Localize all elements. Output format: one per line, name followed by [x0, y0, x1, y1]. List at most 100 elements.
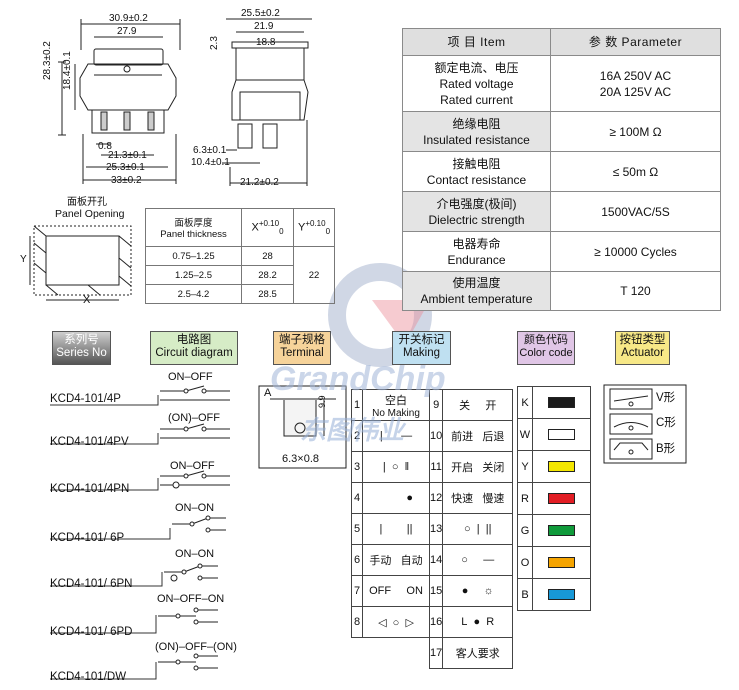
dim-terminal-span: 10.4±0.1: [191, 157, 230, 168]
axis-y: Y: [20, 254, 27, 265]
marking-cell: | ||: [362, 513, 430, 545]
terminal-type: A: [264, 387, 272, 399]
color-code-letter: G: [517, 514, 533, 547]
marking-cell: ◁ ○ ▷: [362, 606, 430, 638]
actuator-label: V形: [656, 392, 676, 404]
dim-pin-span: 25.3±0.1: [106, 162, 145, 173]
watermark-cn: 东图伟业: [300, 415, 405, 445]
circuit-label: (ON)–OFF–(ON): [155, 641, 237, 653]
terminal-dim-b: 6.3×0.8: [282, 453, 320, 465]
color-swatch: [548, 557, 575, 569]
marking-cell: L ● R: [442, 606, 514, 638]
marking-cell: ● ☼: [442, 575, 514, 607]
param-value: ≥ 10000 Cycles: [550, 231, 721, 272]
dim-side-width: 25.5±0.2: [241, 8, 280, 19]
circuit-label: ON–ON: [175, 548, 215, 560]
dim-side-step: 2.3: [209, 36, 220, 50]
marking-cell: 前进 后退: [442, 420, 514, 452]
x-value: 28.5: [241, 284, 294, 304]
param-value: ≤ 50m Ω: [550, 151, 721, 192]
color-swatch: [548, 589, 575, 601]
marking-cell-custom: 客人要求: [442, 637, 514, 669]
actuator-label: B形: [656, 443, 676, 455]
dim-terminal-width: 6.3±0.1: [193, 145, 227, 156]
series-model: KCD4-101/ 6P: [50, 532, 125, 544]
color-swatch: [548, 397, 575, 409]
marking-cell: 快速 慢速: [442, 482, 514, 514]
panel-opening-cn: 面板开孔: [67, 197, 107, 208]
item-header: 项 目 Item: [402, 28, 551, 56]
color-swatch: [548, 493, 575, 505]
dim-side-base: 21.2±0.2: [240, 177, 279, 188]
color-code-table: K W Y R G O B: [517, 386, 591, 611]
color-code-letter: O: [517, 546, 533, 579]
parameter-header: 参 数 Parameter: [550, 28, 721, 56]
axis-x: X: [83, 294, 91, 306]
watermark-en: GrandChip: [270, 360, 446, 398]
marking-cell: | —: [362, 420, 430, 452]
color-code-letter: Y: [517, 450, 533, 483]
circuit-label: ON–ON: [175, 502, 215, 514]
circuit-label: (ON)–OFF: [168, 412, 220, 424]
x-tol-header: X+0.100: [241, 208, 294, 247]
series-model: KCD4-101/ 6PD: [50, 626, 133, 638]
panel-head-en: Panel thickness: [160, 229, 227, 240]
series-model: KCD4-101/DW: [50, 671, 127, 683]
param-value: ≥ 100M Ω: [550, 111, 721, 152]
circuit-label: ON–OFF–ON: [157, 593, 225, 605]
color-swatch: [548, 461, 575, 473]
color-swatch: [548, 525, 575, 537]
panel-head-cn: 面板厚度: [174, 218, 213, 229]
color-code-letter: B: [517, 578, 533, 611]
marking-cell: ○ —: [442, 544, 514, 576]
dim-side-inner: 21.9: [254, 21, 274, 32]
color-code-letter: W: [517, 418, 533, 451]
panel-opening-en: Panel Opening: [55, 208, 125, 220]
param-item: 介电强度(极间)Dielectric strength: [402, 191, 551, 232]
thickness-range: 0.75–1.25: [145, 246, 242, 266]
dim-pin-thickness: 0.8: [98, 141, 112, 152]
dim-front-body-height: 18.4±0.1: [62, 51, 73, 90]
actuator-label: C形: [656, 417, 676, 429]
circuit-label: ON–OFF: [168, 371, 213, 383]
dim-front-inner: 27.9: [117, 26, 137, 37]
color-code-letter: K: [517, 386, 533, 419]
series-model: KCD4-101/4PN: [50, 483, 130, 495]
param-value: 1500VAC/5S: [550, 191, 721, 232]
marking-cell: ●: [362, 482, 430, 514]
series-model: KCD4-101/ 6PN: [50, 578, 133, 590]
dim-front-width: 30.9±0.2: [109, 13, 148, 24]
marking-cell: 手动 自动: [362, 544, 430, 576]
x-value: 28.2: [241, 265, 294, 285]
thickness-range: 2.5–4.2: [145, 284, 242, 304]
marking-cell: | ○ ‖: [362, 451, 430, 483]
marking-cell: 开启 关闭: [442, 451, 514, 483]
color-code-letter: R: [517, 482, 533, 515]
y-tol-header: Y+0.100: [293, 208, 335, 247]
dim-pin-pitch: 21.3±0.1: [108, 150, 147, 161]
series-model: KCD4-101/4PV: [50, 436, 129, 448]
y-value: 22: [293, 246, 335, 304]
param-value: T 120: [550, 271, 721, 311]
x-value: 28: [241, 246, 294, 266]
color-swatch: [548, 429, 575, 441]
dim-front-base: 33±0.2: [111, 175, 142, 186]
series-model: KCD4-101/4P: [50, 393, 121, 405]
marking-cell: ○ | ||: [442, 513, 514, 545]
